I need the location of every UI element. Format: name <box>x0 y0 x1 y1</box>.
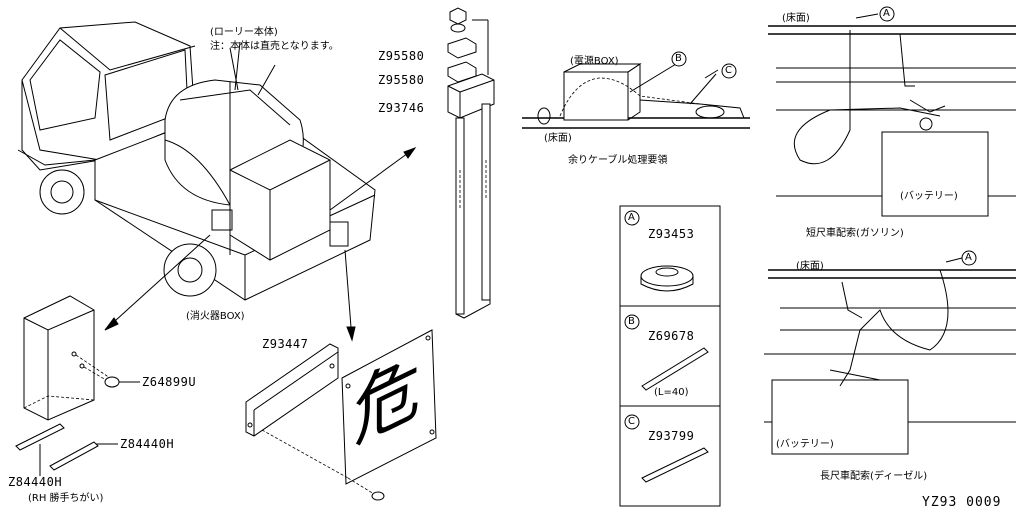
part-z69678: Z69678 <box>648 329 695 343</box>
cable-handling-title: 余りケーブル処理要領 <box>568 155 668 166</box>
callout-a-long: A <box>965 252 972 263</box>
extinguisher-box-drawing <box>15 295 140 476</box>
callout-circles <box>624 6 977 430</box>
part-z64899u: Z64899U <box>142 375 197 389</box>
short-gasoline-title: 短尺車配索(ガソリン) <box>806 228 904 239</box>
footer-code: YZ93 0009 <box>922 495 1002 510</box>
part-z93746: Z93746 <box>378 101 425 115</box>
power-box-cable-drawing <box>522 63 750 129</box>
part-z93453: Z93453 <box>648 227 695 241</box>
callout-c-top: C <box>725 65 732 76</box>
floor-label-short: (床面) <box>782 13 810 24</box>
battery-label-long: (バッテリー) <box>776 439 834 450</box>
part-z84440h-left: Z84440H <box>8 475 63 489</box>
long-diesel-title: 長尺車配索(ディーゼル) <box>820 471 928 482</box>
callout-c-table: C <box>628 416 635 427</box>
battery-label-short: (バッテリー) <box>900 191 958 202</box>
length-note-label: (L=40) <box>654 387 689 398</box>
callout-b-top: B <box>675 53 682 64</box>
mounting-bracket-drawing <box>447 7 495 319</box>
part-z84440h-right: Z84440H <box>120 437 175 451</box>
part-z93799: Z93799 <box>648 429 695 443</box>
part-z93447: Z93447 <box>262 337 309 351</box>
short-gasoline-routing-drawing <box>768 13 1016 217</box>
rh-note-label: (RH 勝手ちがい) <box>28 493 104 504</box>
callout-b-table: B <box>628 316 635 327</box>
plate-and-sign-drawing <box>245 329 437 501</box>
pointer-arrows <box>104 47 417 342</box>
component-table <box>619 205 721 507</box>
floor-label-cable: (床面) <box>544 133 572 144</box>
long-diesel-routing-drawing <box>764 257 1016 455</box>
part-z95580-b: Z95580 <box>378 73 425 87</box>
lorry-truck-drawing <box>17 21 376 301</box>
floor-label-long: (床面) <box>796 261 824 272</box>
power-box-label: (電源BOX) <box>570 56 619 67</box>
callout-a-table: A <box>628 212 635 223</box>
extinguisher-box-label: (消火器BOX) <box>186 311 245 322</box>
callout-a-short: A <box>883 8 890 19</box>
lorry-note-label: 注：本体は直売となります。 <box>210 41 339 52</box>
lorry-body-label: (ローリー本体) <box>210 27 278 38</box>
part-z95580-a: Z95580 <box>378 49 425 63</box>
